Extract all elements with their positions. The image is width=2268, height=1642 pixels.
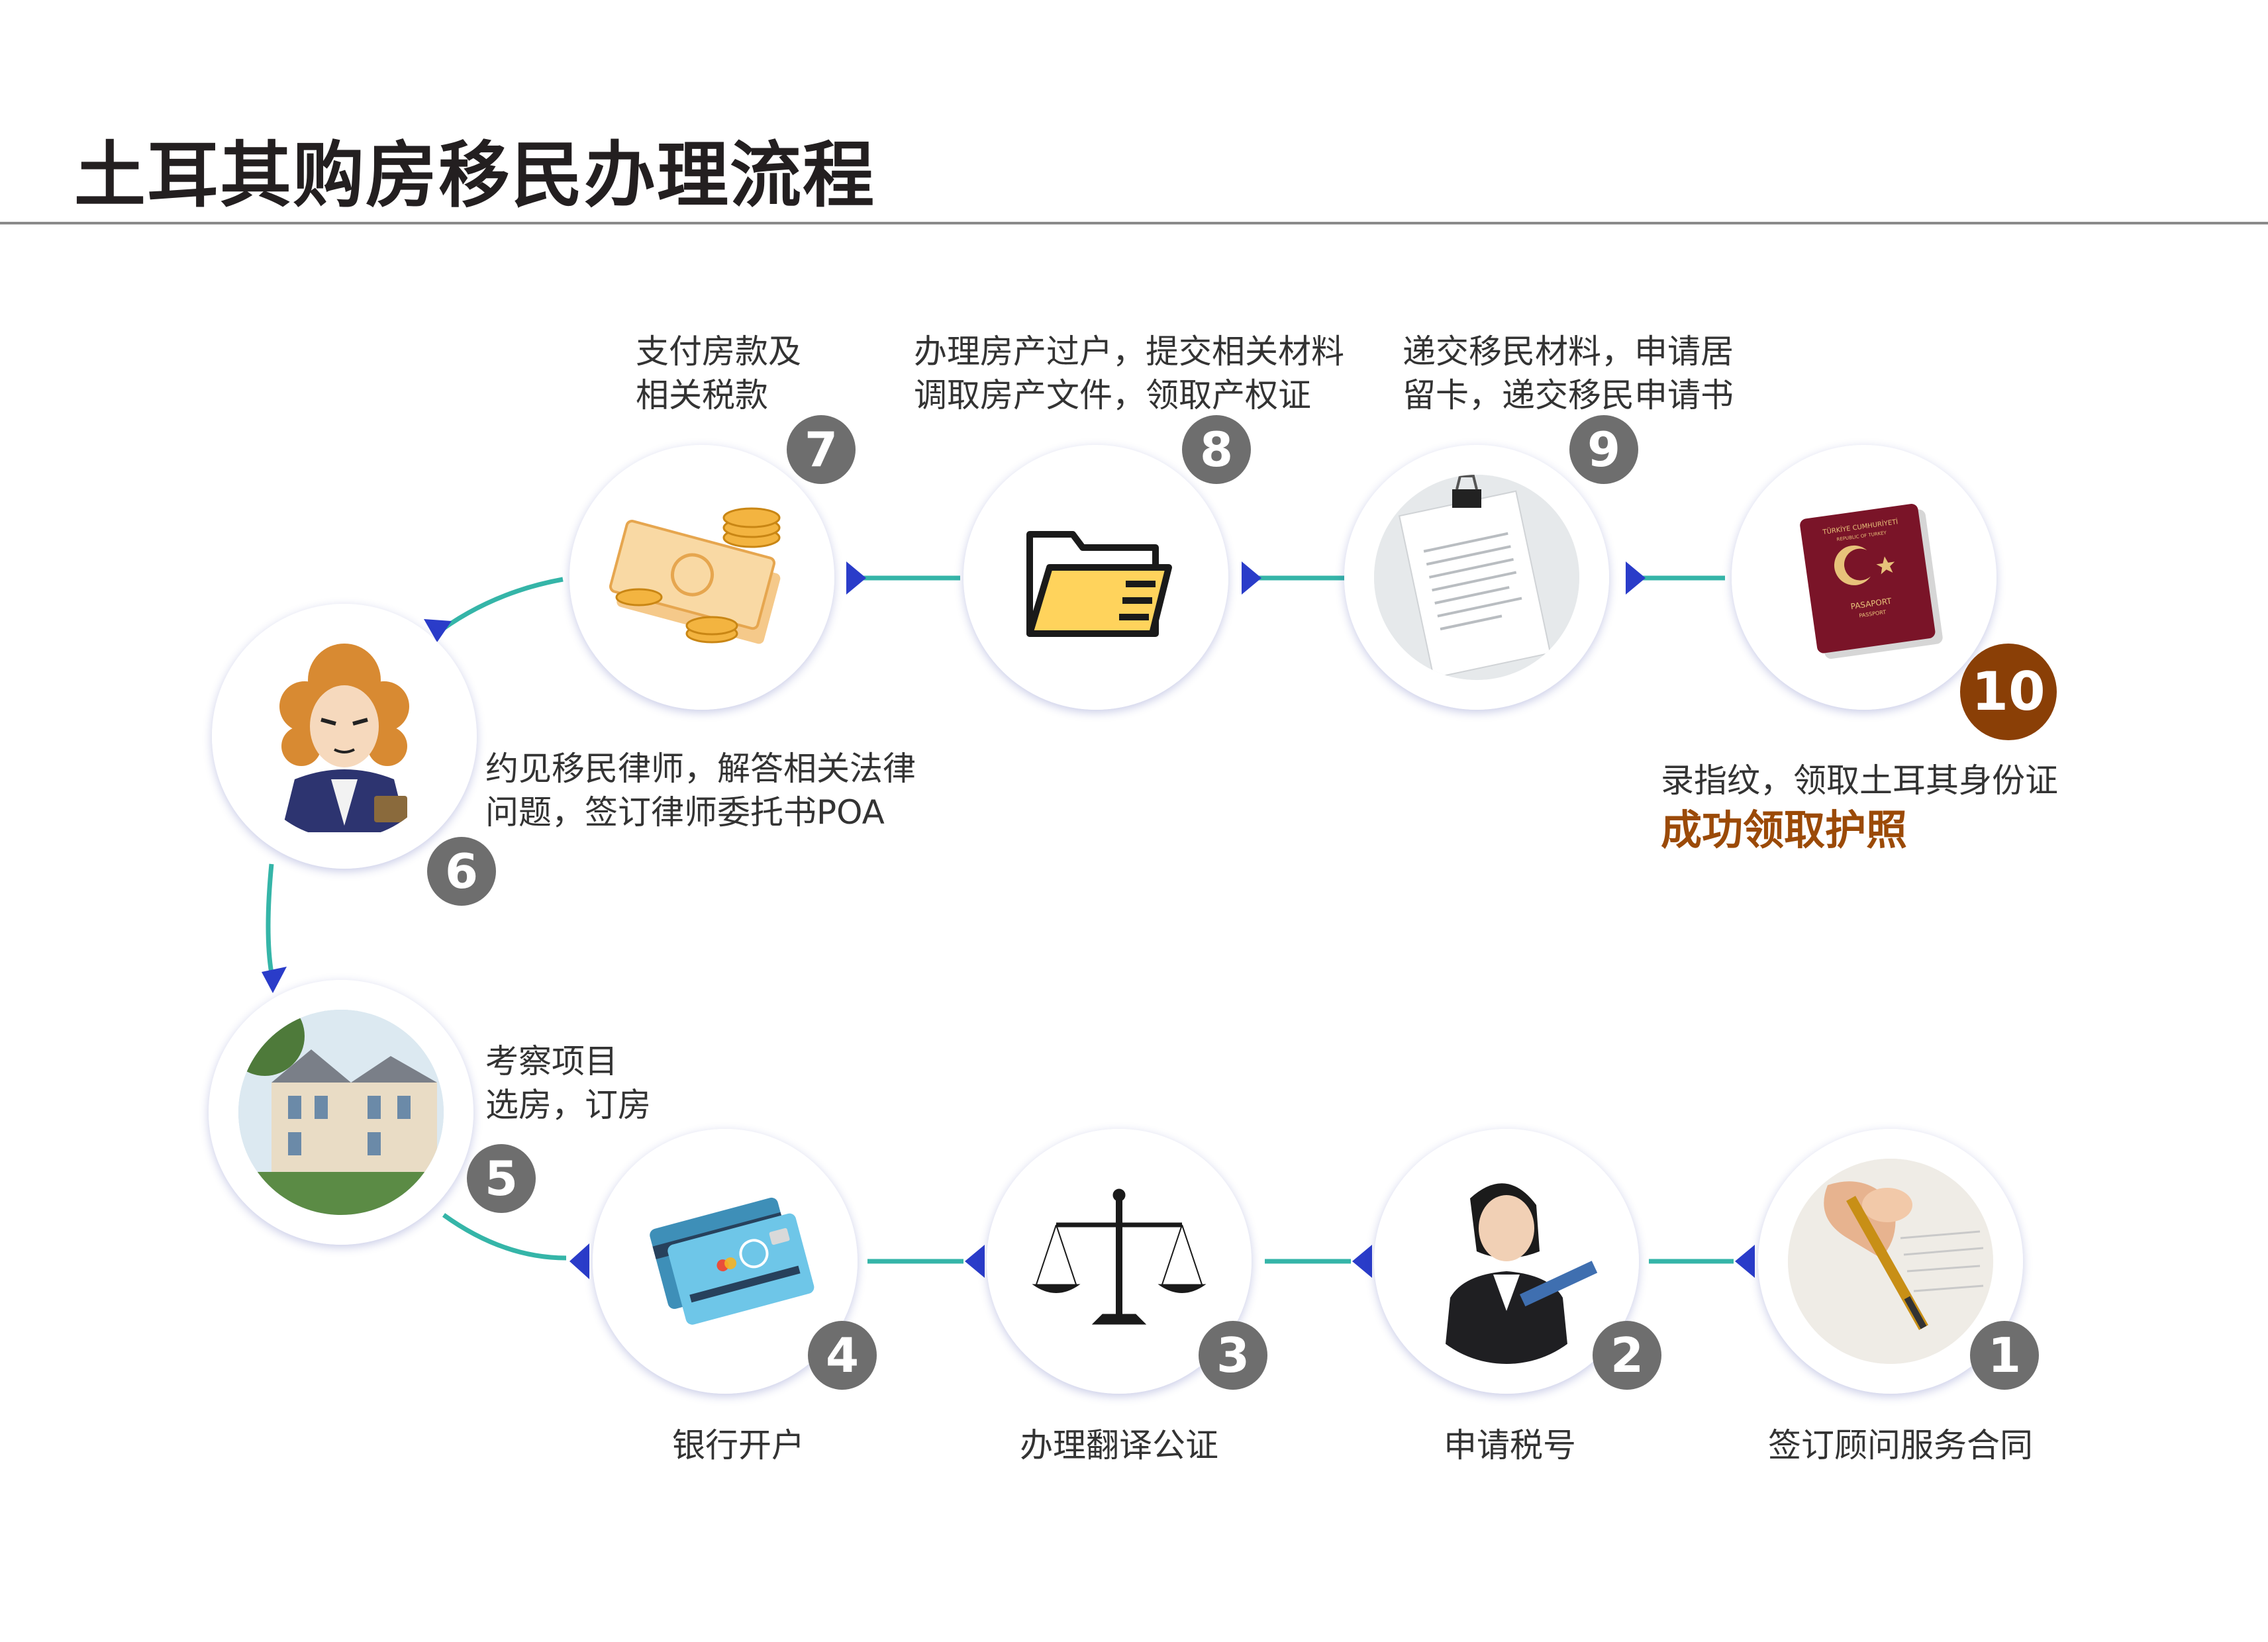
title-divider: [0, 222, 2268, 224]
step-10-label: 录指纹，领取土耳其身份证 成功领取护照: [1661, 759, 2058, 858]
step-2-label: 申请税号: [1444, 1426, 1576, 1465]
passport-icon: TÜRKİYE CUMHURİYETİ REPUBLIC OF TURKEY P…: [1761, 475, 1967, 680]
bank-card-icon: [622, 1159, 828, 1364]
step-4-badge: 4: [808, 1321, 877, 1390]
step-3-label: 办理翻译公证: [1020, 1426, 1218, 1465]
step-8-label: 办理房产过户，提交相关材料 调取房产文件，领取产权证: [914, 332, 1344, 414]
document-icon: [1374, 475, 1579, 680]
scales-icon: [1016, 1159, 1222, 1364]
step-4-label: 银行开户: [672, 1426, 805, 1465]
step-7-badge: 7: [787, 415, 856, 484]
lawyer-icon: [242, 634, 447, 839]
step-5-label: 考察项目 选房，订房: [485, 1042, 651, 1124]
step-8-circle: 8: [963, 415, 1251, 710]
step-3-circle: 3: [987, 1129, 1267, 1394]
money-icon: [599, 475, 805, 680]
step-10-circle: TÜRKİYE CUMHURİYETİ REPUBLIC OF TURKEY P…: [1732, 445, 2057, 740]
pen-signing-icon: [1788, 1159, 1993, 1364]
villa-photo-icon: [238, 1010, 444, 1215]
step-8-badge: 8: [1182, 415, 1251, 484]
step-6-circle: 6: [212, 604, 496, 906]
step-5-circle: 5: [209, 980, 536, 1245]
step-10-badge: 10: [1960, 644, 2057, 740]
step-9-label: 递交移民材料，申请居 留卡，递交移民申请书: [1403, 332, 1734, 414]
step-1-circle: 1: [1758, 1129, 2039, 1394]
step-1-label: 签订顾问服务合同: [1768, 1426, 2033, 1465]
step-4-circle: 4: [593, 1129, 877, 1394]
step-9-circle: 9: [1344, 415, 1638, 710]
step-6-badge: 6: [427, 837, 496, 906]
step-7-label: 支付房款及 相关税款: [636, 332, 801, 414]
step-6-label: 约见移民律师，解答相关法律 问题，签订律师委托书POA: [485, 749, 916, 832]
step-10-highlight: 成功领取护照: [1661, 806, 1908, 854]
step-7-circle: 7: [569, 415, 856, 710]
step-1-badge: 1: [1970, 1321, 2039, 1390]
businesswoman-icon: [1404, 1159, 1609, 1364]
step-2-circle: 2: [1374, 1129, 1661, 1394]
step-2-badge: 2: [1593, 1321, 1661, 1390]
step-9-badge: 9: [1569, 415, 1638, 484]
folder-icon: [993, 475, 1199, 680]
flow-arrows: [262, 561, 1755, 1279]
step-5-badge: 5: [467, 1144, 536, 1213]
step-3-badge: 3: [1199, 1321, 1267, 1390]
page-title: 土耳其购房移民办理流程: [74, 134, 876, 217]
